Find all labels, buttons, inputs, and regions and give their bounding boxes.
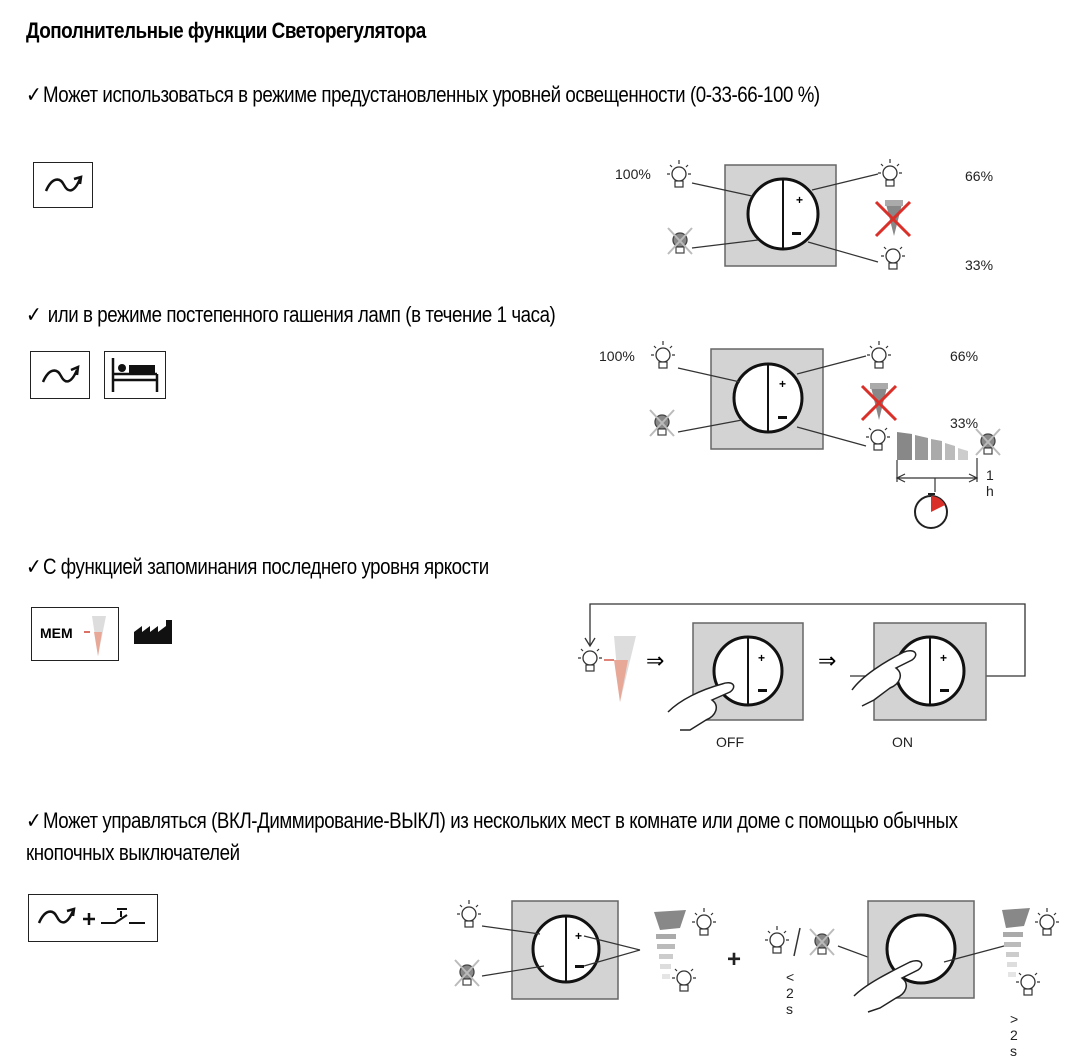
feature-2: ✓ или в режиме постепенного гашения ламп…	[26, 302, 556, 328]
hand-icon	[851, 649, 917, 707]
bulb-icon	[672, 968, 696, 992]
bulb-icon	[692, 908, 716, 936]
bulb-icon	[878, 159, 902, 187]
pushbutton-icon	[28, 894, 158, 942]
timer-icon	[914, 493, 948, 529]
bulb-icon	[651, 341, 675, 369]
feature-1-text: Может использоваться в режиме предустано…	[42, 82, 820, 107]
bulb-icon	[578, 648, 602, 672]
hand-icon	[667, 681, 735, 731]
label-66: 66%	[965, 168, 994, 184]
feature-3-text: С функцией запоминания последнего уровня…	[42, 554, 489, 579]
level-cross-icon	[860, 383, 898, 422]
feature-3: ✓С функцией запоминания последнего уровн…	[26, 554, 489, 580]
bulb-off-icon	[809, 928, 835, 956]
bulb-icon	[1035, 908, 1059, 936]
mem-label: MEM	[40, 625, 73, 641]
label-100: 100%	[599, 348, 635, 364]
bulb-off-icon	[975, 428, 1001, 456]
svg-text:⇒: ⇒	[646, 649, 664, 674]
level-bars	[654, 910, 686, 979]
hand-icon	[853, 959, 923, 1013]
level-cross-icon	[874, 200, 912, 238]
dimmer-switch: +	[724, 164, 837, 267]
bed-icon	[104, 351, 166, 399]
fade-steps	[897, 432, 968, 460]
more-2s-label: > 2 s	[1010, 1011, 1019, 1059]
check-icon: ✓	[26, 554, 42, 579]
mem-icon: MEM	[31, 607, 119, 661]
label-66: 66%	[950, 348, 979, 364]
bulb-off-icon	[649, 409, 675, 437]
bulb-off-icon	[667, 227, 693, 255]
svg-text:+: +	[796, 193, 803, 207]
dimmer-wave-icon	[33, 162, 93, 208]
bulb-icon	[667, 160, 691, 188]
feature-4: ✓Может управляться (ВКЛ-Диммирование-ВЫК…	[26, 808, 958, 834]
bulb-icon	[1016, 972, 1040, 996]
off-label: OFF	[716, 734, 744, 750]
svg-text:+: +	[575, 929, 582, 943]
bulb-off-icon	[454, 959, 480, 987]
dimmer-wave-icon	[30, 351, 90, 399]
feature-4-line2: кнопочных выключателей	[26, 840, 240, 866]
check-icon: ✓	[26, 82, 42, 107]
bulb-icon	[867, 341, 891, 369]
feature-4-text-line2: кнопочных выключателей	[26, 840, 240, 865]
plus-sign: +	[727, 946, 742, 973]
label-100: 100%	[615, 166, 651, 182]
level-bars	[1002, 908, 1030, 977]
bulb-icon	[866, 427, 890, 451]
svg-text:+: +	[940, 651, 947, 665]
feature-2-text: или в режиме постепенного гашения ламп (…	[42, 302, 556, 327]
feature-1: ✓Может использоваться в режиме предустан…	[26, 82, 820, 108]
label-33: 33%	[950, 415, 979, 431]
bulb-icon	[765, 926, 789, 954]
label-1h: 1 h	[986, 467, 994, 499]
check-icon: ✓	[26, 302, 42, 327]
dimmer-switch: +	[511, 900, 619, 1000]
check-icon: ✓	[26, 808, 42, 833]
on-label: ON	[892, 734, 913, 750]
feature-4-text: Может управляться (ВКЛ-Диммирование-ВЫКЛ…	[42, 808, 958, 833]
label-33: 33%	[965, 257, 994, 273]
svg-text:⇒: ⇒	[818, 649, 836, 674]
bulb-icon	[881, 246, 905, 270]
page-title: Дополнительные функции Светорегулятора	[26, 18, 426, 43]
less-2s-label: < 2 s	[786, 969, 795, 1017]
svg-text:+: +	[758, 651, 765, 665]
bulb-icon	[457, 900, 481, 928]
dimmer-switch: +	[710, 348, 824, 450]
svg-text:+: +	[779, 377, 786, 391]
